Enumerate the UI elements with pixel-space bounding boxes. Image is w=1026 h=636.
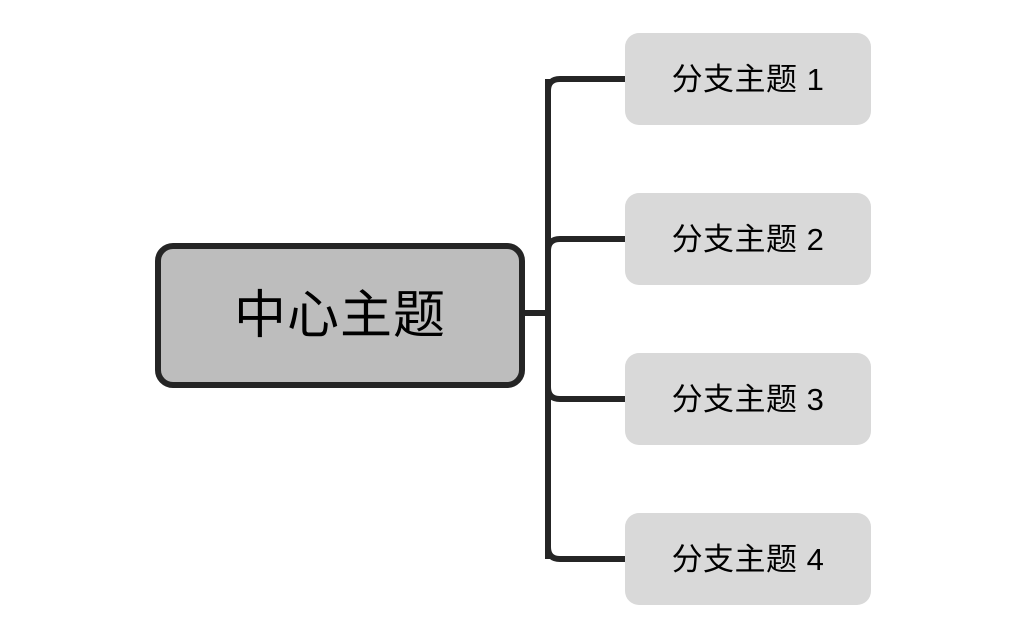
connector-branch-1 bbox=[545, 76, 625, 99]
central-topic-label: 中心主题 bbox=[233, 286, 446, 345]
connector-branch-3 bbox=[545, 379, 625, 402]
branch-topic-node-2[interactable]: 分支主题 2 bbox=[625, 193, 871, 285]
connector-branch-2 bbox=[545, 236, 625, 259]
connector-branch-4 bbox=[545, 539, 625, 562]
branch-topic-node-4[interactable]: 分支主题 4 bbox=[625, 513, 871, 605]
branch-topic-label-1: 分支主题 1 bbox=[671, 61, 825, 97]
branch-topic-label-2: 分支主题 2 bbox=[671, 221, 825, 257]
branch-topic-label-3: 分支主题 3 bbox=[671, 381, 825, 417]
central-topic-node[interactable]: 中心主题 bbox=[155, 243, 525, 388]
branch-topic-node-3[interactable]: 分支主题 3 bbox=[625, 353, 871, 445]
branch-topic-node-1[interactable]: 分支主题 1 bbox=[625, 33, 871, 125]
branch-topic-label-4: 分支主题 4 bbox=[671, 541, 825, 577]
